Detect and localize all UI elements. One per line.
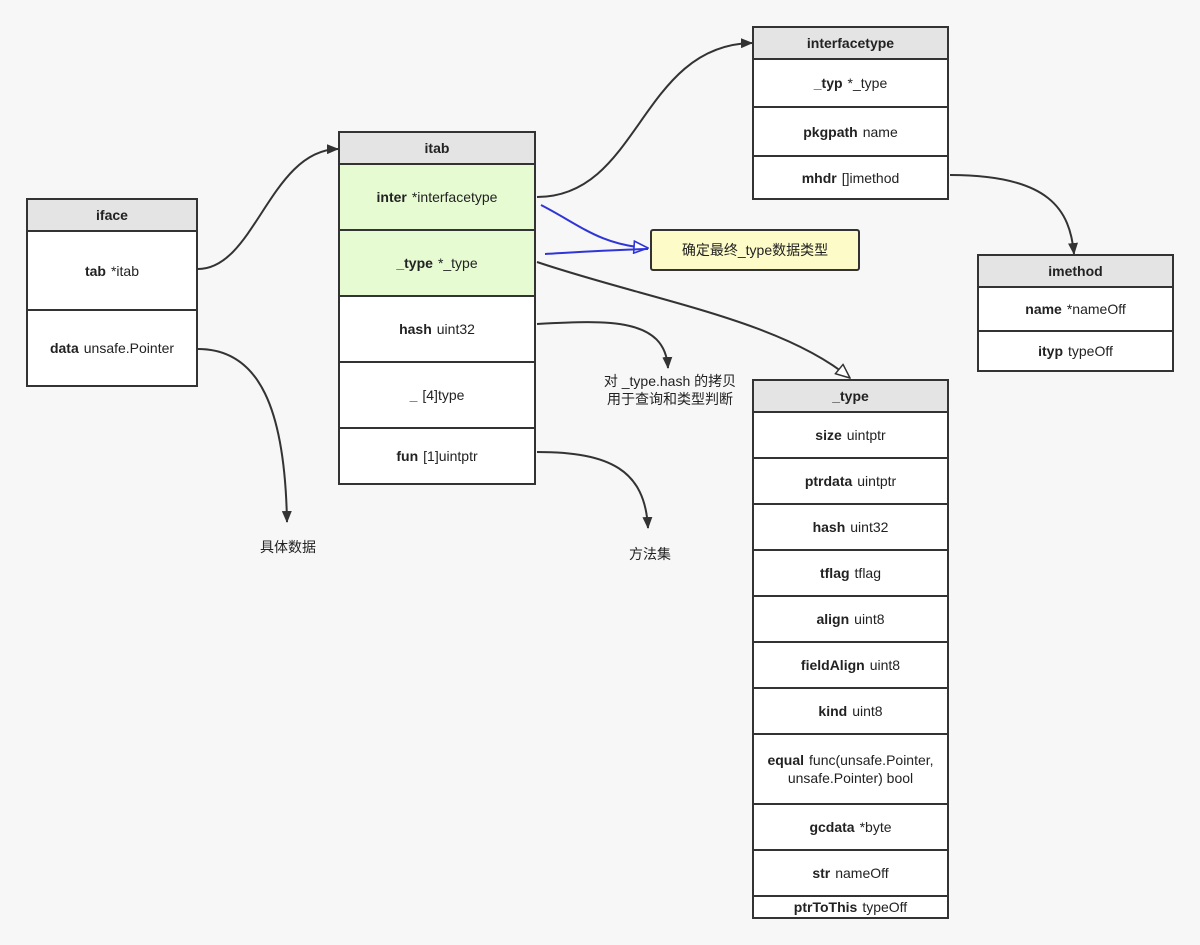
field-name: inter — [376, 189, 407, 205]
field-type: uint32 — [850, 519, 889, 535]
field-name: size — [815, 427, 842, 443]
interfacetype-title: interfacetype — [754, 28, 947, 60]
type-field-align: align uint8 — [754, 597, 947, 643]
arrow-iface-tab-to-itab — [197, 144, 339, 270]
field-type: *_type — [847, 75, 888, 91]
type-field-kind: kind uint8 — [754, 689, 947, 735]
field-name: _type — [396, 255, 433, 271]
field-name: pkgpath — [803, 123, 858, 140]
field-type: uint8 — [854, 611, 885, 627]
field-name: equal — [767, 752, 805, 768]
interfacetype-field-pkgpath: pkgpath name — [754, 108, 947, 157]
field-type: [1]uintptr — [423, 448, 478, 464]
field-name: align — [816, 611, 850, 627]
field-type: func(unsafe.Pointer, unsafe.Pointer) boo… — [787, 752, 934, 786]
field-type: name — [862, 123, 898, 140]
field-type: *byte — [859, 819, 892, 835]
note-hash-copy: 对 _type.hash 的拷贝 用于查询和类型判断 — [575, 372, 765, 408]
itab-field-type: _type *_type — [340, 231, 534, 297]
field-name: hash — [399, 321, 432, 337]
field-name: mhdr — [801, 169, 837, 186]
field-name: ptrToThis — [793, 899, 858, 915]
imethod-field-name: name *nameOff — [979, 288, 1172, 332]
imethod-struct: imethod name *nameOff ityp typeOff — [977, 254, 1174, 372]
field-type: unsafe.Pointer — [83, 340, 175, 356]
interfacetype-struct: interfacetype _typ *_type pkgpath name m… — [752, 26, 949, 200]
field-type: uint8 — [852, 703, 883, 719]
type-field-tflag: tflag tflag — [754, 551, 947, 597]
field-name: _ — [409, 387, 418, 403]
field-name: ityp — [1038, 343, 1063, 359]
field-name: kind — [818, 703, 848, 719]
field-type: uint32 — [436, 321, 475, 337]
arrow-itab-inter-to-interfacetype — [536, 38, 753, 198]
field-type: *itab — [110, 262, 140, 279]
itab-title: itab — [340, 133, 534, 165]
field-name: hash — [812, 519, 846, 535]
arrow-mhdr-to-imethod — [949, 174, 1078, 255]
callout-final-type: 确定最终_type数据类型 — [650, 229, 860, 271]
iface-field-data: data unsafe.Pointer — [28, 311, 196, 385]
field-type: nameOff — [835, 865, 889, 881]
itab-field-hash: hash uint32 — [340, 297, 534, 363]
type-field-gcdata: gcdata *byte — [754, 805, 947, 851]
field-name: data — [49, 340, 79, 356]
interfacetype-field-mhdr: mhdr []imethod — [754, 157, 947, 198]
type-struct: _type size uintptr ptrdata uintptr hash … — [752, 379, 949, 919]
type-field-ptrtothis: ptrToThis typeOff — [754, 897, 947, 917]
field-type: []imethod — [841, 169, 900, 186]
field-name: str — [812, 865, 831, 881]
blue-arrow-type-to-callout — [544, 248, 649, 255]
itab-field-fun: fun [1]uintptr — [340, 429, 534, 483]
field-name: gcdata — [809, 819, 855, 835]
field-name: tab — [84, 262, 106, 279]
type-field-fieldalign: fieldAlign uint8 — [754, 643, 947, 689]
itab-field-underscore: _ [4]type — [340, 363, 534, 429]
type-field-hash: hash uint32 — [754, 505, 947, 551]
field-type: *nameOff — [1066, 301, 1126, 317]
field-type: uintptr — [857, 473, 897, 489]
field-type: [4]type — [422, 387, 465, 403]
type-field-size: size uintptr — [754, 413, 947, 459]
type-field-str: str nameOff — [754, 851, 947, 897]
field-type: uint8 — [869, 657, 901, 673]
note-method-set: 方法集 — [629, 546, 671, 562]
type-field-ptrdata: ptrdata uintptr — [754, 459, 947, 505]
field-name: name — [1025, 301, 1062, 317]
arrow-itab-fun-to-method-set — [536, 451, 653, 529]
interfacetype-field-typ: _typ *_type — [754, 60, 947, 108]
arrow-itab-hash-to-note — [536, 321, 673, 369]
field-type: typeOff — [862, 899, 908, 915]
iface-struct: iface tab *itab data unsafe.Pointer — [26, 198, 198, 387]
arrow-itab-type-to-type-struct — [536, 261, 850, 378]
field-type: *interfacetype — [411, 189, 498, 205]
field-name: ptrdata — [804, 473, 853, 489]
type-struct-title: _type — [754, 381, 947, 413]
iface-title: iface — [28, 200, 196, 232]
note-hash-line1: 对 _type.hash 的拷贝 — [603, 373, 737, 389]
blue-arrow-inter-to-callout — [540, 204, 648, 248]
arrow-iface-data-to-concrete — [197, 348, 292, 523]
field-name: tflag — [819, 565, 850, 581]
field-type: typeOff — [1068, 343, 1113, 359]
field-name: fun — [396, 448, 419, 464]
field-type: uintptr — [846, 427, 886, 443]
note-hash-line2: 用于查询和类型判断 — [607, 391, 733, 407]
field-type: *_type — [437, 255, 478, 271]
field-name: _typ — [813, 75, 843, 91]
iface-field-tab: tab *itab — [28, 232, 196, 311]
note-concrete-data: 具体数据 — [260, 539, 316, 555]
field-name: fieldAlign — [800, 657, 865, 673]
imethod-field-ityp: ityp typeOff — [979, 332, 1172, 370]
itab-struct: itab inter *interfacetype _type *_type h… — [338, 131, 536, 485]
imethod-title: imethod — [979, 256, 1172, 288]
itab-field-inter: inter *interfacetype — [340, 165, 534, 231]
field-type: tflag — [854, 565, 882, 581]
